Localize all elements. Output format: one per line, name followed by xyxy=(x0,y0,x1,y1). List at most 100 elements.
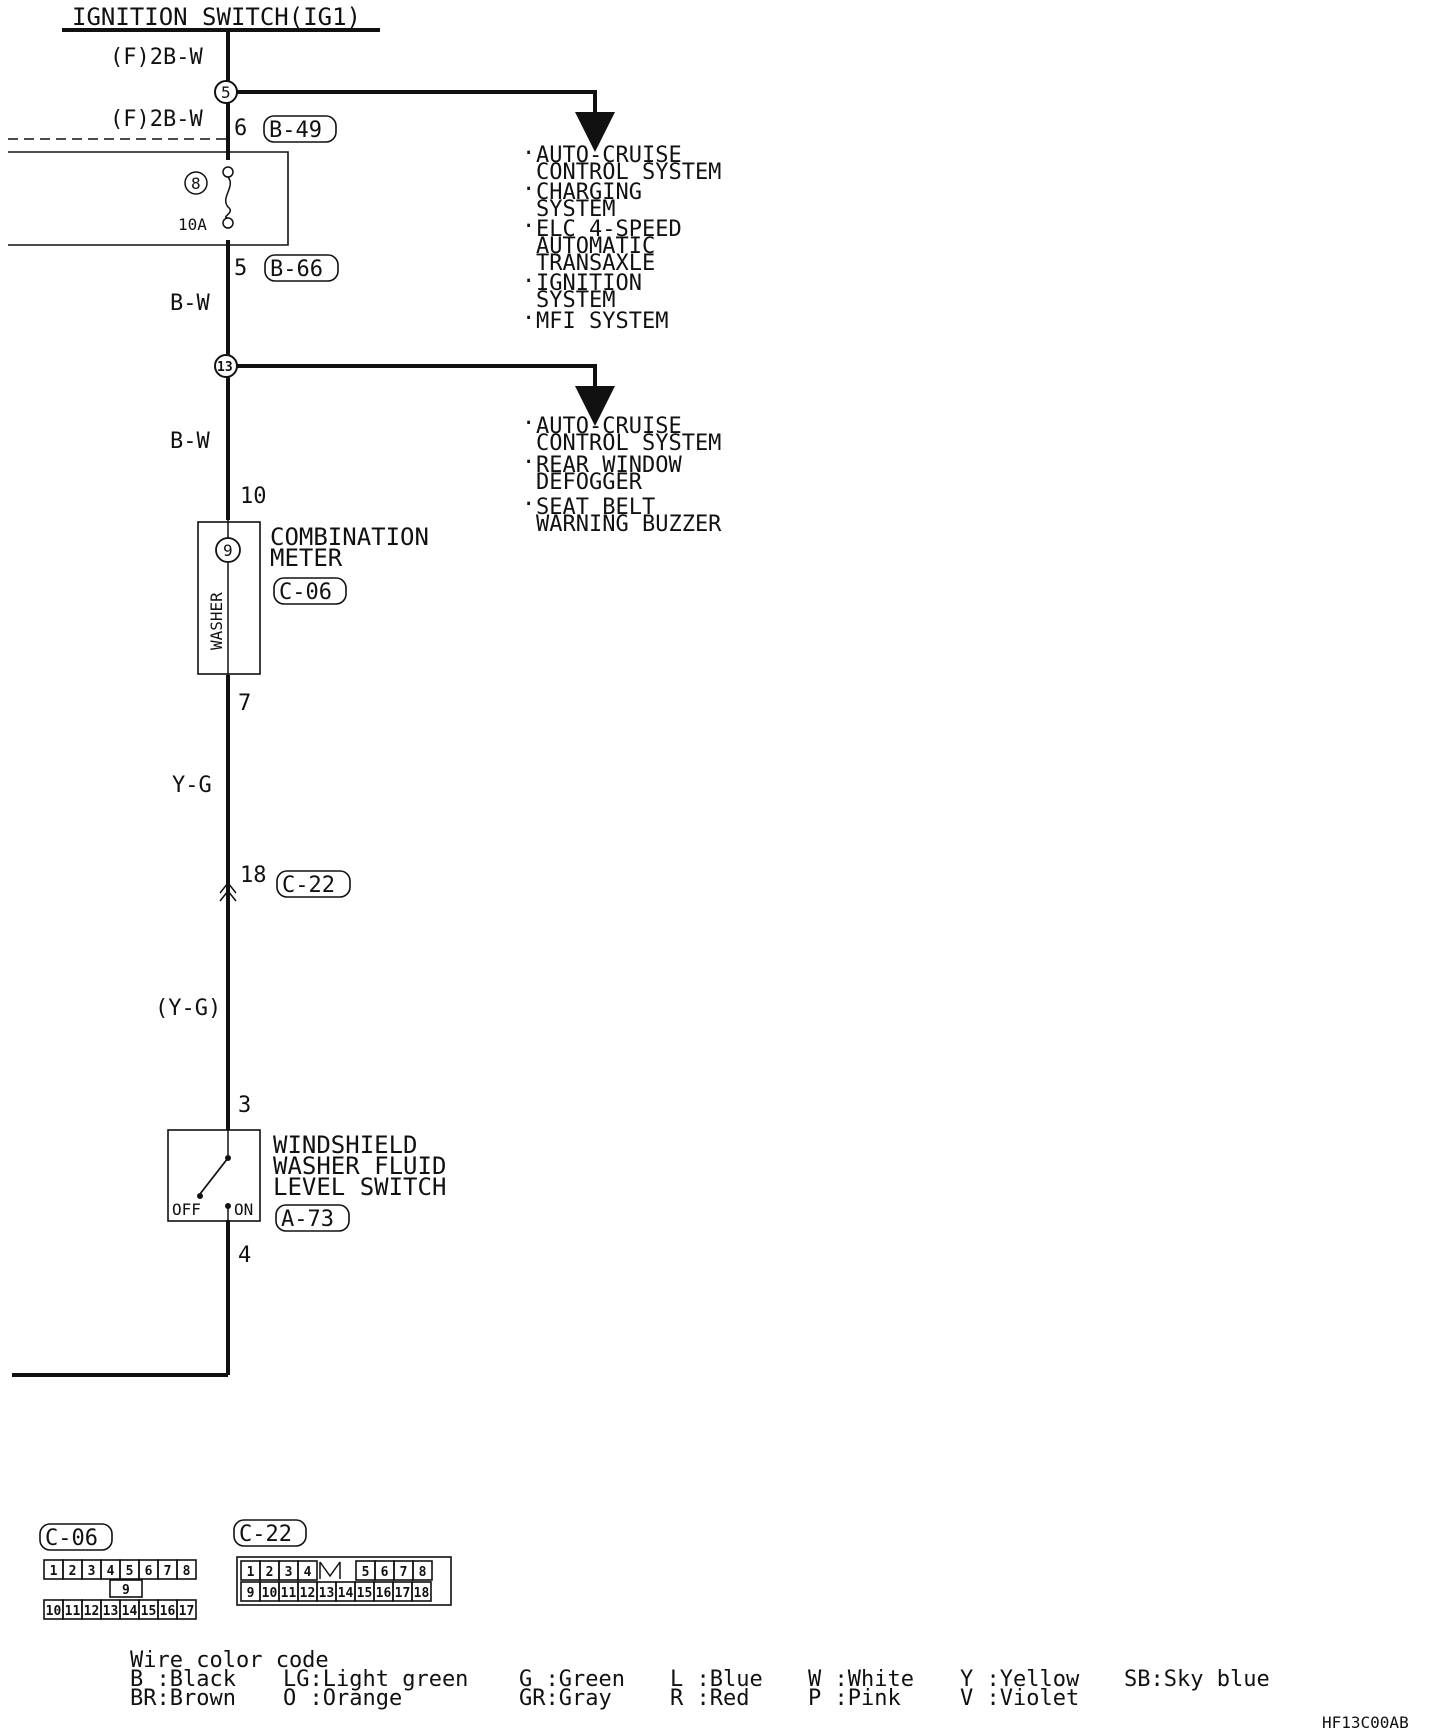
connector-pin-cell xyxy=(176,1599,197,1620)
junction-number: 5 xyxy=(221,83,231,102)
connector-pin-label: 4 xyxy=(107,1564,115,1579)
connector-pin-label: 8 xyxy=(183,1564,191,1579)
branch-2-systems: · AUTO-CRUISE CONTROL SYSTEM · REAR WIND… xyxy=(522,411,722,537)
indicator-symbol: 9 xyxy=(223,541,233,560)
connector-pin-label: 10 xyxy=(46,1604,62,1619)
ignition-switch-title: IGNITION SWITCH(IG1) xyxy=(72,3,361,31)
legend-code: G :Green xyxy=(519,1667,625,1692)
switch-on-label: ON xyxy=(234,1200,253,1219)
system-label: DEFOGGER xyxy=(536,470,643,495)
connector-pin-label: 7 xyxy=(164,1564,172,1579)
connector-view-label: C-22 xyxy=(239,1522,292,1547)
switch-blade xyxy=(199,1157,229,1195)
legend-code: B :Black xyxy=(130,1667,236,1692)
bullet: · xyxy=(522,450,535,475)
connector-id: B-49 xyxy=(269,118,322,143)
connector-pin-label: 18 xyxy=(414,1586,430,1601)
washer-label-bg xyxy=(208,577,226,657)
connector-pin-cell xyxy=(176,1559,197,1580)
fuse-terminal xyxy=(222,166,234,178)
fuse-element xyxy=(225,176,231,219)
connector-pin-label: 9 xyxy=(247,1586,255,1601)
legend-code: Y :Yellow xyxy=(960,1667,1080,1692)
legend-title: Wire color code xyxy=(130,1648,329,1673)
system-label: WARNING BUZZER xyxy=(536,512,722,537)
legend-code: V :Violet xyxy=(960,1686,1079,1711)
branch-1-systems: · AUTO-CRUISE CONTROL SYSTEM · CHARGING … xyxy=(522,141,721,334)
connector-pin-label: 12 xyxy=(84,1604,100,1619)
switch-contact xyxy=(197,1193,203,1199)
connector-pin-label: 14 xyxy=(122,1604,138,1619)
connector-pin-label: 4 xyxy=(304,1565,312,1580)
system-label: CONTROL SYSTEM xyxy=(536,160,721,185)
connector-pin-label: 16 xyxy=(376,1586,392,1601)
connector-pin-label: 15 xyxy=(141,1604,157,1619)
connector-pin: 5 xyxy=(234,256,247,281)
connector-pin-label: 7 xyxy=(400,1565,408,1580)
connector-pin-label: 1 xyxy=(247,1565,255,1580)
connector-pin-label: 14 xyxy=(338,1586,354,1601)
washer-level-switch-box xyxy=(167,1129,261,1222)
system-label: AUTO-CRUISE xyxy=(536,414,682,439)
connector-pin-cell xyxy=(411,1581,432,1602)
connector-pin-label: 6 xyxy=(145,1564,153,1579)
connector-pin: 10 xyxy=(240,484,267,509)
connector-view-label-tag xyxy=(233,1519,307,1547)
connector-pin-label: 17 xyxy=(395,1586,411,1601)
legend-code: L :Blue xyxy=(670,1667,763,1692)
system-label: SYSTEM xyxy=(536,288,615,313)
legend-code: LG:Light green xyxy=(283,1667,468,1692)
legend-code: BR:Brown xyxy=(130,1686,236,1711)
connector-pin-cell xyxy=(297,1560,318,1581)
fuse-number: 8 xyxy=(191,174,201,193)
connector-tag xyxy=(273,577,347,605)
switch-name: WINDSHIELD xyxy=(273,1131,418,1159)
system-label: TRANSAXLE xyxy=(536,251,655,276)
connector-pin: 7 xyxy=(238,691,251,716)
connector-pin-label: 5 xyxy=(362,1565,370,1580)
connector-key-mark xyxy=(319,1561,341,1579)
connector-pin-label: 9 xyxy=(122,1583,130,1598)
connector-id: B-66 xyxy=(270,257,323,282)
connector-pin-label: 8 xyxy=(419,1565,427,1580)
connector-pin-label: 2 xyxy=(69,1564,77,1579)
bullet: · xyxy=(522,411,535,436)
wire-color-label: B-W xyxy=(170,291,210,316)
bullet: · xyxy=(522,177,535,202)
wire-color-label: B-W xyxy=(170,429,210,454)
bullet: · xyxy=(522,492,535,517)
fuse-box xyxy=(8,151,289,246)
legend-code: GR:Gray xyxy=(519,1686,612,1711)
switch-off-label: OFF xyxy=(172,1200,201,1219)
system-label: CHARGING xyxy=(536,180,642,205)
switch-name: LEVEL SWITCH xyxy=(273,1173,446,1201)
branch-wire-2 xyxy=(237,364,615,426)
connector-pin-label: 11 xyxy=(281,1586,297,1601)
combination-meter-box xyxy=(197,521,261,675)
connector-pin-label: 1 xyxy=(50,1564,58,1579)
system-label: CONTROL SYSTEM xyxy=(536,431,721,456)
connector-pin-label: 13 xyxy=(103,1604,119,1619)
wire-color-legend: Wire color code B :Black BR:Brown LG:Lig… xyxy=(130,1648,1270,1711)
connector-tag xyxy=(264,254,339,282)
connector-pin-label: 2 xyxy=(266,1565,274,1580)
system-label: REAR WINDOW xyxy=(536,453,682,478)
bullet: · xyxy=(522,306,535,331)
connector-view-label-tag xyxy=(39,1523,113,1551)
fuse-number-circle xyxy=(184,171,208,195)
system-label: SYSTEM xyxy=(536,197,615,222)
bullet: · xyxy=(522,269,535,294)
legend-code: O :Orange xyxy=(283,1686,402,1711)
wire-color-label: Y-G xyxy=(172,773,212,798)
system-label: ELC 4-SPEED xyxy=(536,217,682,242)
switch-name: WASHER FLUID xyxy=(273,1152,446,1180)
washer-indicator-label: WASHER xyxy=(207,592,226,650)
legend-code: W :White xyxy=(808,1667,914,1692)
connector-id: C-22 xyxy=(282,873,335,898)
connector-arrow xyxy=(219,881,237,902)
connector-pin-label: 16 xyxy=(160,1604,176,1619)
connector-pin-label: 11 xyxy=(65,1604,81,1619)
